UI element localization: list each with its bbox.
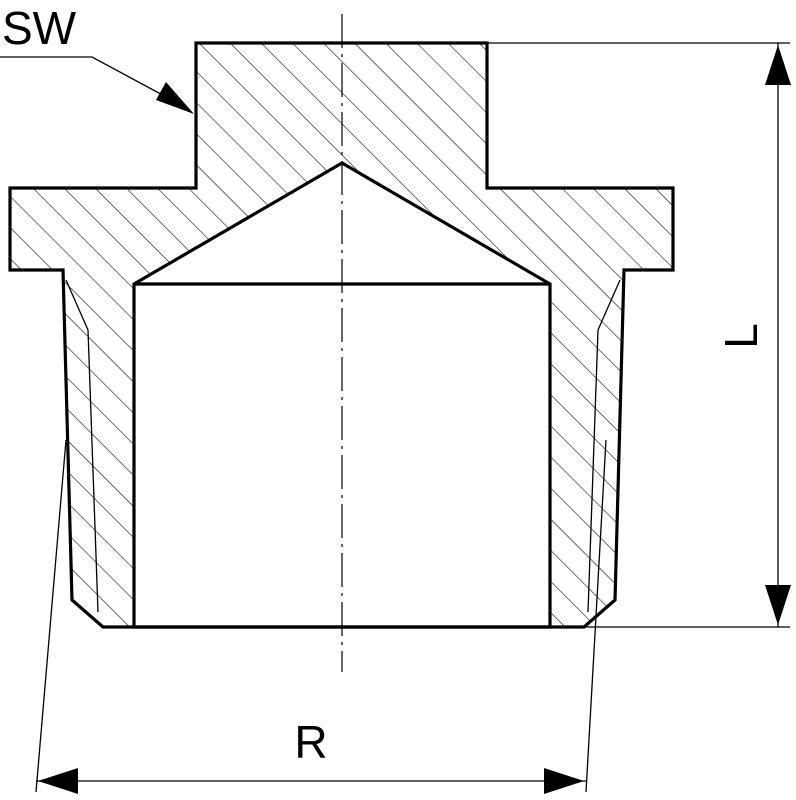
thread-root-right [587, 279, 621, 613]
sw-label: SW [2, 2, 77, 54]
r-arrow-right [544, 768, 584, 794]
r-arrow-left [38, 768, 78, 794]
r-extension-right [585, 439, 607, 793]
sw-leader-line [0, 56, 171, 100]
r-extension-left [35, 439, 67, 793]
thread-root-left [65, 279, 99, 613]
l-arrow-top [765, 45, 791, 85]
l-label: L [715, 323, 767, 349]
r-label: R [294, 716, 327, 768]
l-arrow-bottom [765, 585, 791, 625]
sw-arrow [156, 82, 194, 114]
inner-cavity [132, 161, 552, 629]
